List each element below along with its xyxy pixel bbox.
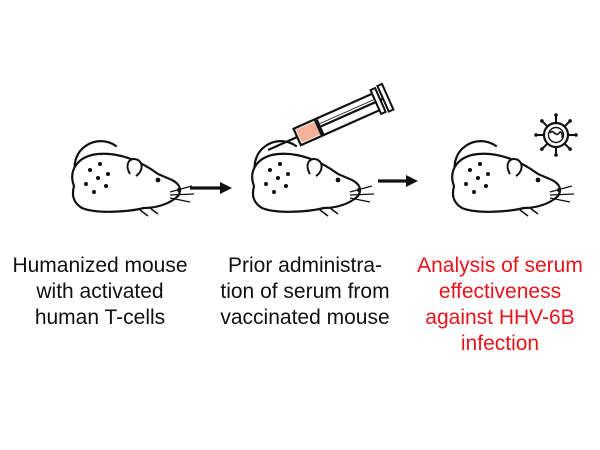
- caption-line: tion of serum from: [220, 280, 390, 303]
- arrow-right-icon: [378, 175, 418, 187]
- caption-line: Analysis of serum: [417, 254, 583, 277]
- syringe-icon: [267, 82, 395, 152]
- caption-line: infection: [460, 332, 540, 355]
- caption-line: Prior administra-: [227, 254, 383, 277]
- caption-line: Humanized mouse: [12, 254, 188, 277]
- caption-line: with activated: [36, 280, 164, 303]
- arrow-right-icon: [190, 182, 232, 194]
- step-3-caption: Analysis of serum effectiveness against …: [400, 253, 600, 357]
- mouse-icon: [71, 140, 196, 218]
- virus-icon: [534, 113, 578, 157]
- caption-line: effectiveness: [438, 280, 562, 303]
- caption-line: against HHV-6B: [425, 306, 575, 329]
- caption-line: vaccinated mouse: [220, 306, 390, 329]
- caption-line: human T-cells: [34, 306, 166, 329]
- step-2-caption: Prior administra- tion of serum from vac…: [205, 253, 405, 331]
- step-1-caption: Humanized mouse with activated human T-c…: [0, 253, 200, 331]
- mouse-icon: [251, 140, 376, 218]
